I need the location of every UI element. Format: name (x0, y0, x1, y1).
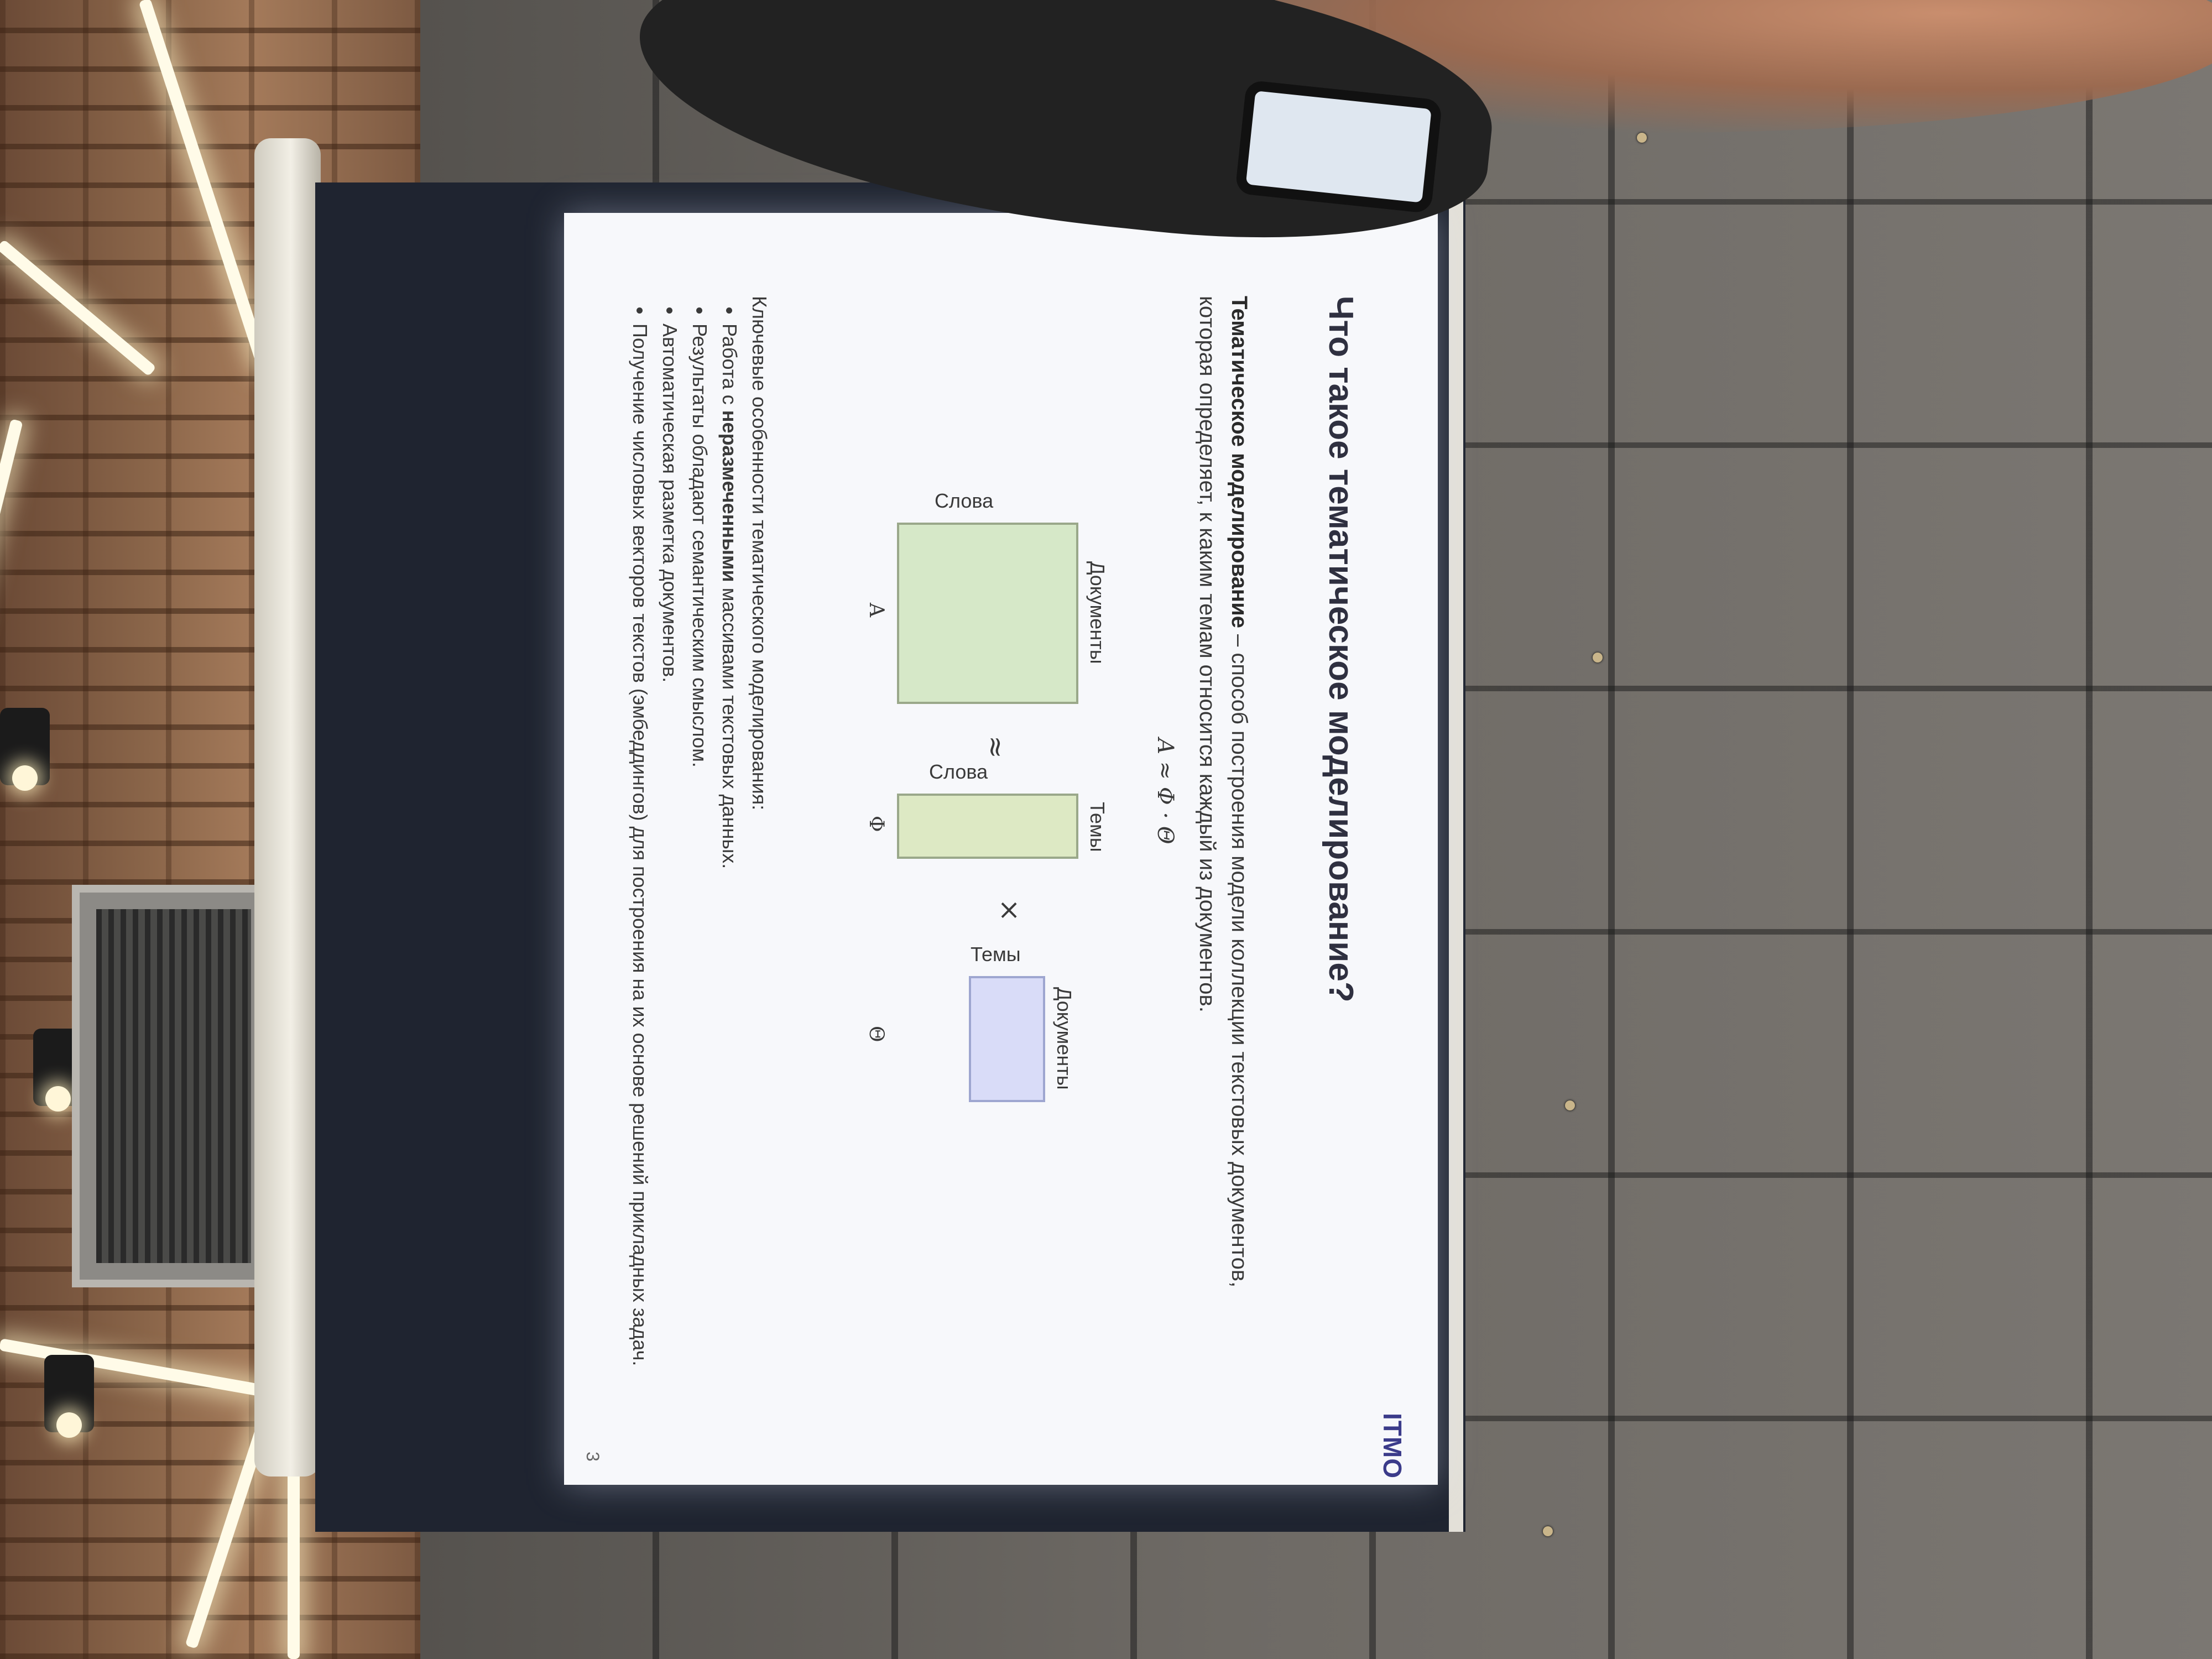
wall-bolt (1565, 1100, 1575, 1110)
matrix-phi-cols-label: Темы (1086, 802, 1109, 852)
slide-title: Что такое тематическое моделирование? (1322, 296, 1360, 1003)
matrix-theta (969, 976, 1045, 1102)
feature-text: Получение числовых векторов текстов (эмб… (629, 324, 651, 1366)
times-sign: × (994, 899, 1026, 922)
matrix-phi (897, 794, 1078, 859)
matrix-a-rows-label: Слова (935, 489, 994, 512)
feature-text: массивами текстовых данных. (718, 582, 741, 869)
wall-bolt (1593, 653, 1603, 662)
feature-item: Работа с неразмеченными массивами тексто… (714, 324, 744, 1402)
approx-sign: ≈ (980, 735, 1012, 759)
itmo-logo: ITMO (1378, 1413, 1407, 1479)
projector-screen-bottom-bar (1449, 188, 1463, 1532)
projector-screen-roller (254, 138, 321, 1477)
spotlight (0, 708, 50, 791)
ceiling-light-bar (288, 1416, 300, 1659)
slide-definition: Тематическое моделирование – способ пост… (1191, 296, 1255, 1291)
factorization-formula: A ≈ Φ · Θ (1152, 738, 1178, 844)
feature-item: Получение числовых векторов текстов (эмб… (625, 324, 655, 1402)
feature-bold-text: неразмеченными (718, 410, 741, 582)
matrix-theta-cols-label: Документы (1053, 987, 1076, 1090)
feature-text: Результаты обладают семантическим смысло… (688, 324, 711, 768)
air-vent (72, 885, 275, 1287)
matrix-a-cols-label: Документы (1086, 561, 1109, 664)
wall-bolt (1543, 1526, 1553, 1536)
matrix-a (897, 523, 1078, 704)
feature-item: Результаты обладают семантическим смысло… (685, 324, 714, 1402)
feature-item: Автоматическая разметка документов. (655, 324, 685, 1402)
matrix-theta-name: Θ (865, 1026, 888, 1042)
matrix-a-name: A (865, 603, 888, 617)
projected-slide-area: ITMO Что такое тематическое моделировани… (564, 213, 1438, 1485)
features-heading: Ключевые особенности тематического модел… (748, 296, 771, 811)
presentation-slide: ITMO Что такое тематическое моделировани… (564, 213, 1438, 1485)
matrix-phi-name: Φ (865, 816, 888, 832)
features-list: Работа с неразмеченными массивами тексто… (625, 296, 744, 1402)
matrix-theta-rows-label: Темы (971, 943, 1021, 966)
wall-bolt (1637, 133, 1647, 143)
feature-text: Работа с (718, 324, 741, 410)
spotlight (44, 1355, 94, 1438)
feature-text: Автоматическая разметка документов. (659, 324, 681, 683)
features-block: Ключевые особенности тематического модел… (625, 296, 774, 1402)
matrix-phi-rows-label: Слова (929, 760, 988, 783)
definition-term: Тематическое моделирование (1227, 296, 1251, 628)
slide-page-number: 3 (583, 1452, 603, 1462)
